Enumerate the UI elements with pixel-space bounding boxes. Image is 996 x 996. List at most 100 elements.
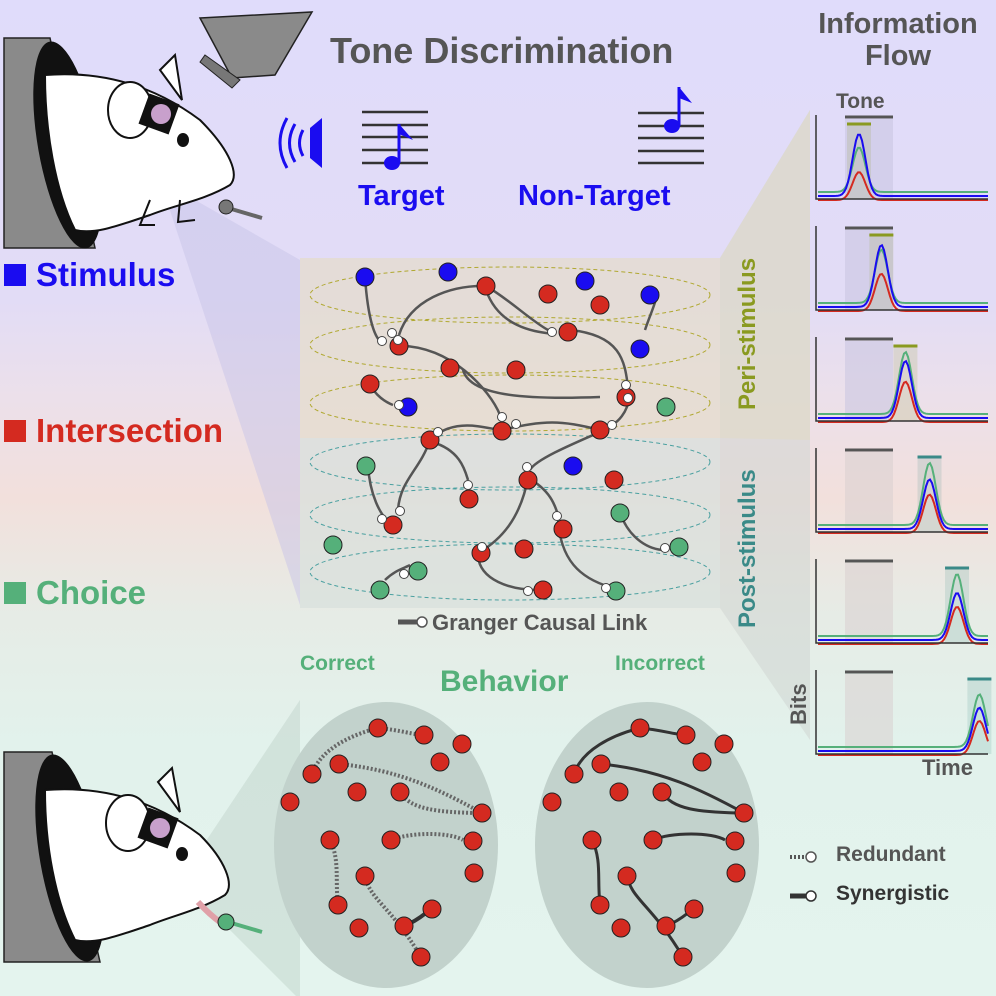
info-curve-red bbox=[818, 380, 988, 423]
neuron-intersection bbox=[609, 782, 629, 802]
info-flow-panel-2 bbox=[815, 226, 988, 312]
link-terminal bbox=[433, 427, 443, 437]
link-terminal bbox=[607, 420, 617, 430]
legend-intersection: Intersection bbox=[4, 412, 223, 450]
info-curve-green bbox=[818, 248, 988, 304]
info-curve-blue bbox=[818, 478, 988, 530]
neuron-intersection bbox=[676, 725, 696, 745]
neuron-intersection bbox=[617, 866, 637, 886]
link-terminal bbox=[523, 586, 533, 596]
link-terminal bbox=[395, 506, 405, 516]
layer-ellipse bbox=[309, 543, 711, 601]
neuron-intersection bbox=[459, 489, 479, 509]
link-terminal bbox=[623, 393, 633, 403]
info-curve-blue bbox=[818, 243, 988, 308]
target-note-icon bbox=[362, 110, 428, 170]
neuron-stimulus bbox=[563, 456, 583, 476]
neuron-intersection bbox=[383, 515, 403, 535]
granger-link bbox=[569, 328, 630, 389]
axes bbox=[815, 559, 988, 644]
info-flow-title: Information Flow bbox=[800, 8, 996, 72]
neuron-intersection bbox=[533, 580, 553, 600]
neuron-intersection bbox=[538, 284, 558, 304]
layer-ellipse bbox=[309, 266, 711, 324]
link-terminal bbox=[601, 583, 611, 593]
neuron-intersection bbox=[440, 358, 460, 378]
granger-link-legend-icon bbox=[398, 616, 428, 628]
time-axis-label: Time bbox=[922, 755, 973, 780]
link-terminal bbox=[621, 380, 631, 390]
stimulus-swatch bbox=[4, 264, 26, 286]
neuron-choice bbox=[370, 580, 390, 600]
tone-window bbox=[845, 674, 893, 754]
link-terminal bbox=[377, 514, 387, 524]
neuron-intersection bbox=[414, 725, 434, 745]
granger-link bbox=[384, 563, 411, 581]
neuron-intersection bbox=[590, 895, 610, 915]
granger-link bbox=[528, 430, 601, 471]
info-curve-blue bbox=[818, 133, 988, 197]
redundant-label: Redundant bbox=[836, 843, 946, 866]
neuron-intersection bbox=[430, 752, 450, 772]
neuron-stimulus bbox=[640, 285, 660, 305]
info-curve-green bbox=[818, 573, 988, 637]
granger-link bbox=[398, 344, 502, 416]
link-terminal bbox=[387, 328, 397, 338]
info-flow-title-line1: Information bbox=[818, 8, 978, 40]
neuron-choice bbox=[669, 537, 689, 557]
info-flow-panel-1 bbox=[815, 115, 988, 201]
intersection-label: Intersection bbox=[36, 412, 224, 449]
link-terminal bbox=[552, 511, 562, 521]
neuron-stimulus bbox=[630, 339, 650, 359]
neuron-intersection bbox=[390, 782, 410, 802]
neuron-intersection bbox=[673, 947, 693, 967]
neuron-intersection bbox=[368, 718, 388, 738]
redundant-link bbox=[363, 875, 423, 959]
neuron-intersection bbox=[360, 374, 380, 394]
neuron-intersection bbox=[542, 792, 562, 812]
neuron-intersection bbox=[464, 863, 484, 883]
axes bbox=[815, 670, 988, 755]
link-terminal bbox=[511, 419, 521, 429]
legend-stimulus: Stimulus bbox=[4, 256, 175, 294]
info-curve-red bbox=[818, 171, 988, 201]
info-curve-blue bbox=[818, 359, 988, 419]
axes bbox=[815, 337, 988, 422]
neuron-intersection bbox=[514, 539, 534, 559]
lick-spout-icon bbox=[217, 913, 263, 934]
neuron-intersection bbox=[734, 803, 754, 823]
axes bbox=[815, 115, 988, 200]
link-terminal bbox=[394, 400, 404, 410]
info-flow-panel-5 bbox=[815, 559, 988, 645]
neuron-intersection bbox=[611, 918, 631, 938]
neuron-stimulus bbox=[575, 271, 595, 291]
tone-window bbox=[845, 452, 893, 532]
neuron-choice bbox=[323, 535, 343, 555]
mouse-icon bbox=[43, 52, 235, 233]
neuron-intersection bbox=[476, 276, 496, 296]
synergistic-link bbox=[600, 762, 745, 815]
non-target-note-icon bbox=[638, 87, 704, 165]
neuron-intersection bbox=[652, 782, 672, 802]
link-terminal bbox=[547, 327, 557, 337]
link-terminal bbox=[660, 543, 670, 553]
info-flow-panel-4 bbox=[815, 448, 988, 534]
tone-window bbox=[845, 563, 893, 643]
redundant-link bbox=[398, 790, 476, 815]
neuron-intersection bbox=[422, 899, 442, 919]
neuron-intersection bbox=[328, 895, 348, 915]
target-label: Target bbox=[358, 180, 445, 212]
behavior-title: Behavior bbox=[440, 665, 569, 698]
neuron-intersection bbox=[630, 718, 650, 738]
neuron-intersection bbox=[320, 830, 340, 850]
figure-title: Tone Discrimination bbox=[330, 30, 674, 71]
speaker-icon bbox=[278, 117, 322, 169]
neuron-intersection bbox=[558, 322, 578, 342]
link-terminal bbox=[522, 462, 532, 472]
neuron-stimulus bbox=[355, 267, 375, 287]
neuron-intersection bbox=[582, 830, 602, 850]
